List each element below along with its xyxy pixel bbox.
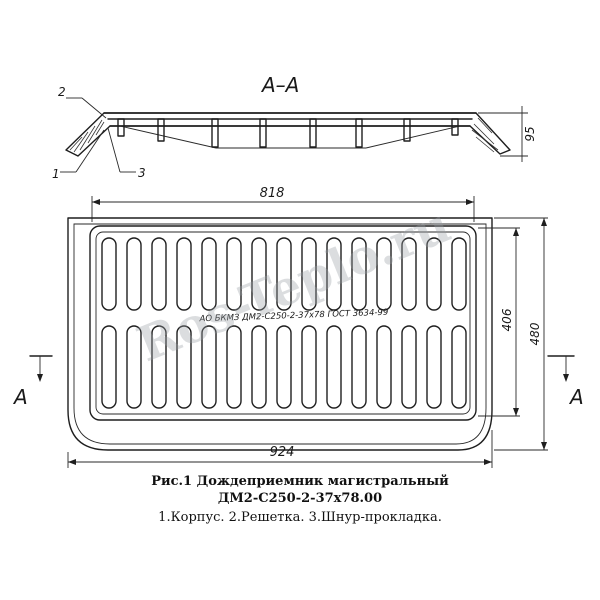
grate-slot <box>251 237 267 311</box>
grate-slot <box>226 237 242 311</box>
grate-slot <box>301 325 317 409</box>
dimension-924: 924 <box>67 430 493 468</box>
svg-text:А: А <box>568 385 584 409</box>
grate-slot <box>451 237 467 311</box>
grate-slot <box>251 325 267 409</box>
grate-slot <box>401 237 417 311</box>
svg-text:406: 406 <box>500 308 514 331</box>
grate-slot <box>176 325 192 409</box>
grate-slot <box>126 325 142 409</box>
grate-slot <box>326 325 342 409</box>
plan-view: 818 АО БКМЗ ДМ2-С250-2-37х78 ГОСТ 3634-9… <box>12 186 584 468</box>
grate-slot <box>401 325 417 409</box>
dimension-480: 480 <box>494 217 548 451</box>
callout-2: 2 <box>58 85 107 119</box>
caption-legend: 1.Корпус. 2.Решетка. 3.Шнур-прокладка. <box>158 510 442 525</box>
grate-slot <box>176 237 192 311</box>
grate-slots <box>101 237 467 409</box>
section-ribs <box>117 118 459 148</box>
grate-slot <box>376 237 392 311</box>
grate-slot <box>276 237 292 311</box>
callout-1: 1 <box>52 129 105 181</box>
svg-text:2: 2 <box>58 85 66 99</box>
grate-slot <box>376 325 392 409</box>
svg-text:1: 1 <box>52 167 60 181</box>
svg-text:480: 480 <box>528 322 542 345</box>
grate-slot <box>426 237 442 311</box>
grate-slot <box>351 237 367 311</box>
grate-slot <box>426 325 442 409</box>
dimension-818: 818 <box>91 186 475 222</box>
callout-3: 3 <box>107 127 146 180</box>
section-view: A–A <box>52 73 537 181</box>
grate-slot <box>201 325 217 409</box>
grate-slot <box>301 237 317 311</box>
watermark: Ros-Teplo.ru <box>130 197 458 373</box>
section-hatching <box>69 117 499 153</box>
frame <box>89 225 477 421</box>
caption-designation: ДМ2-С250-2-37х78.00 <box>217 491 383 506</box>
grate-slot <box>351 325 367 409</box>
svg-text:3: 3 <box>138 166 146 180</box>
grate-slot <box>276 325 292 409</box>
dimension-406: 406 <box>478 227 520 417</box>
section-marker-right: А <box>547 355 584 409</box>
grate-slot <box>201 237 217 311</box>
dimension-95: 95 <box>478 106 537 162</box>
grate-slot <box>151 325 167 409</box>
grate-slot <box>126 237 142 311</box>
grate-slot <box>326 237 342 311</box>
body-outline <box>67 217 493 451</box>
grate-slot <box>101 237 117 311</box>
section-label: A–A <box>260 73 299 97</box>
section-marker-left: А <box>12 355 53 409</box>
grate-slot <box>226 325 242 409</box>
caption-title: Рис.1 Дождеприемник магистральный <box>151 474 449 489</box>
svg-text:95: 95 <box>523 126 537 141</box>
grate-slot <box>101 325 117 409</box>
svg-text:А: А <box>12 385 28 409</box>
grate-slot <box>151 237 167 311</box>
svg-text:818: 818 <box>260 186 285 201</box>
svg-text:924: 924 <box>270 445 295 460</box>
grate-slot <box>451 325 467 409</box>
